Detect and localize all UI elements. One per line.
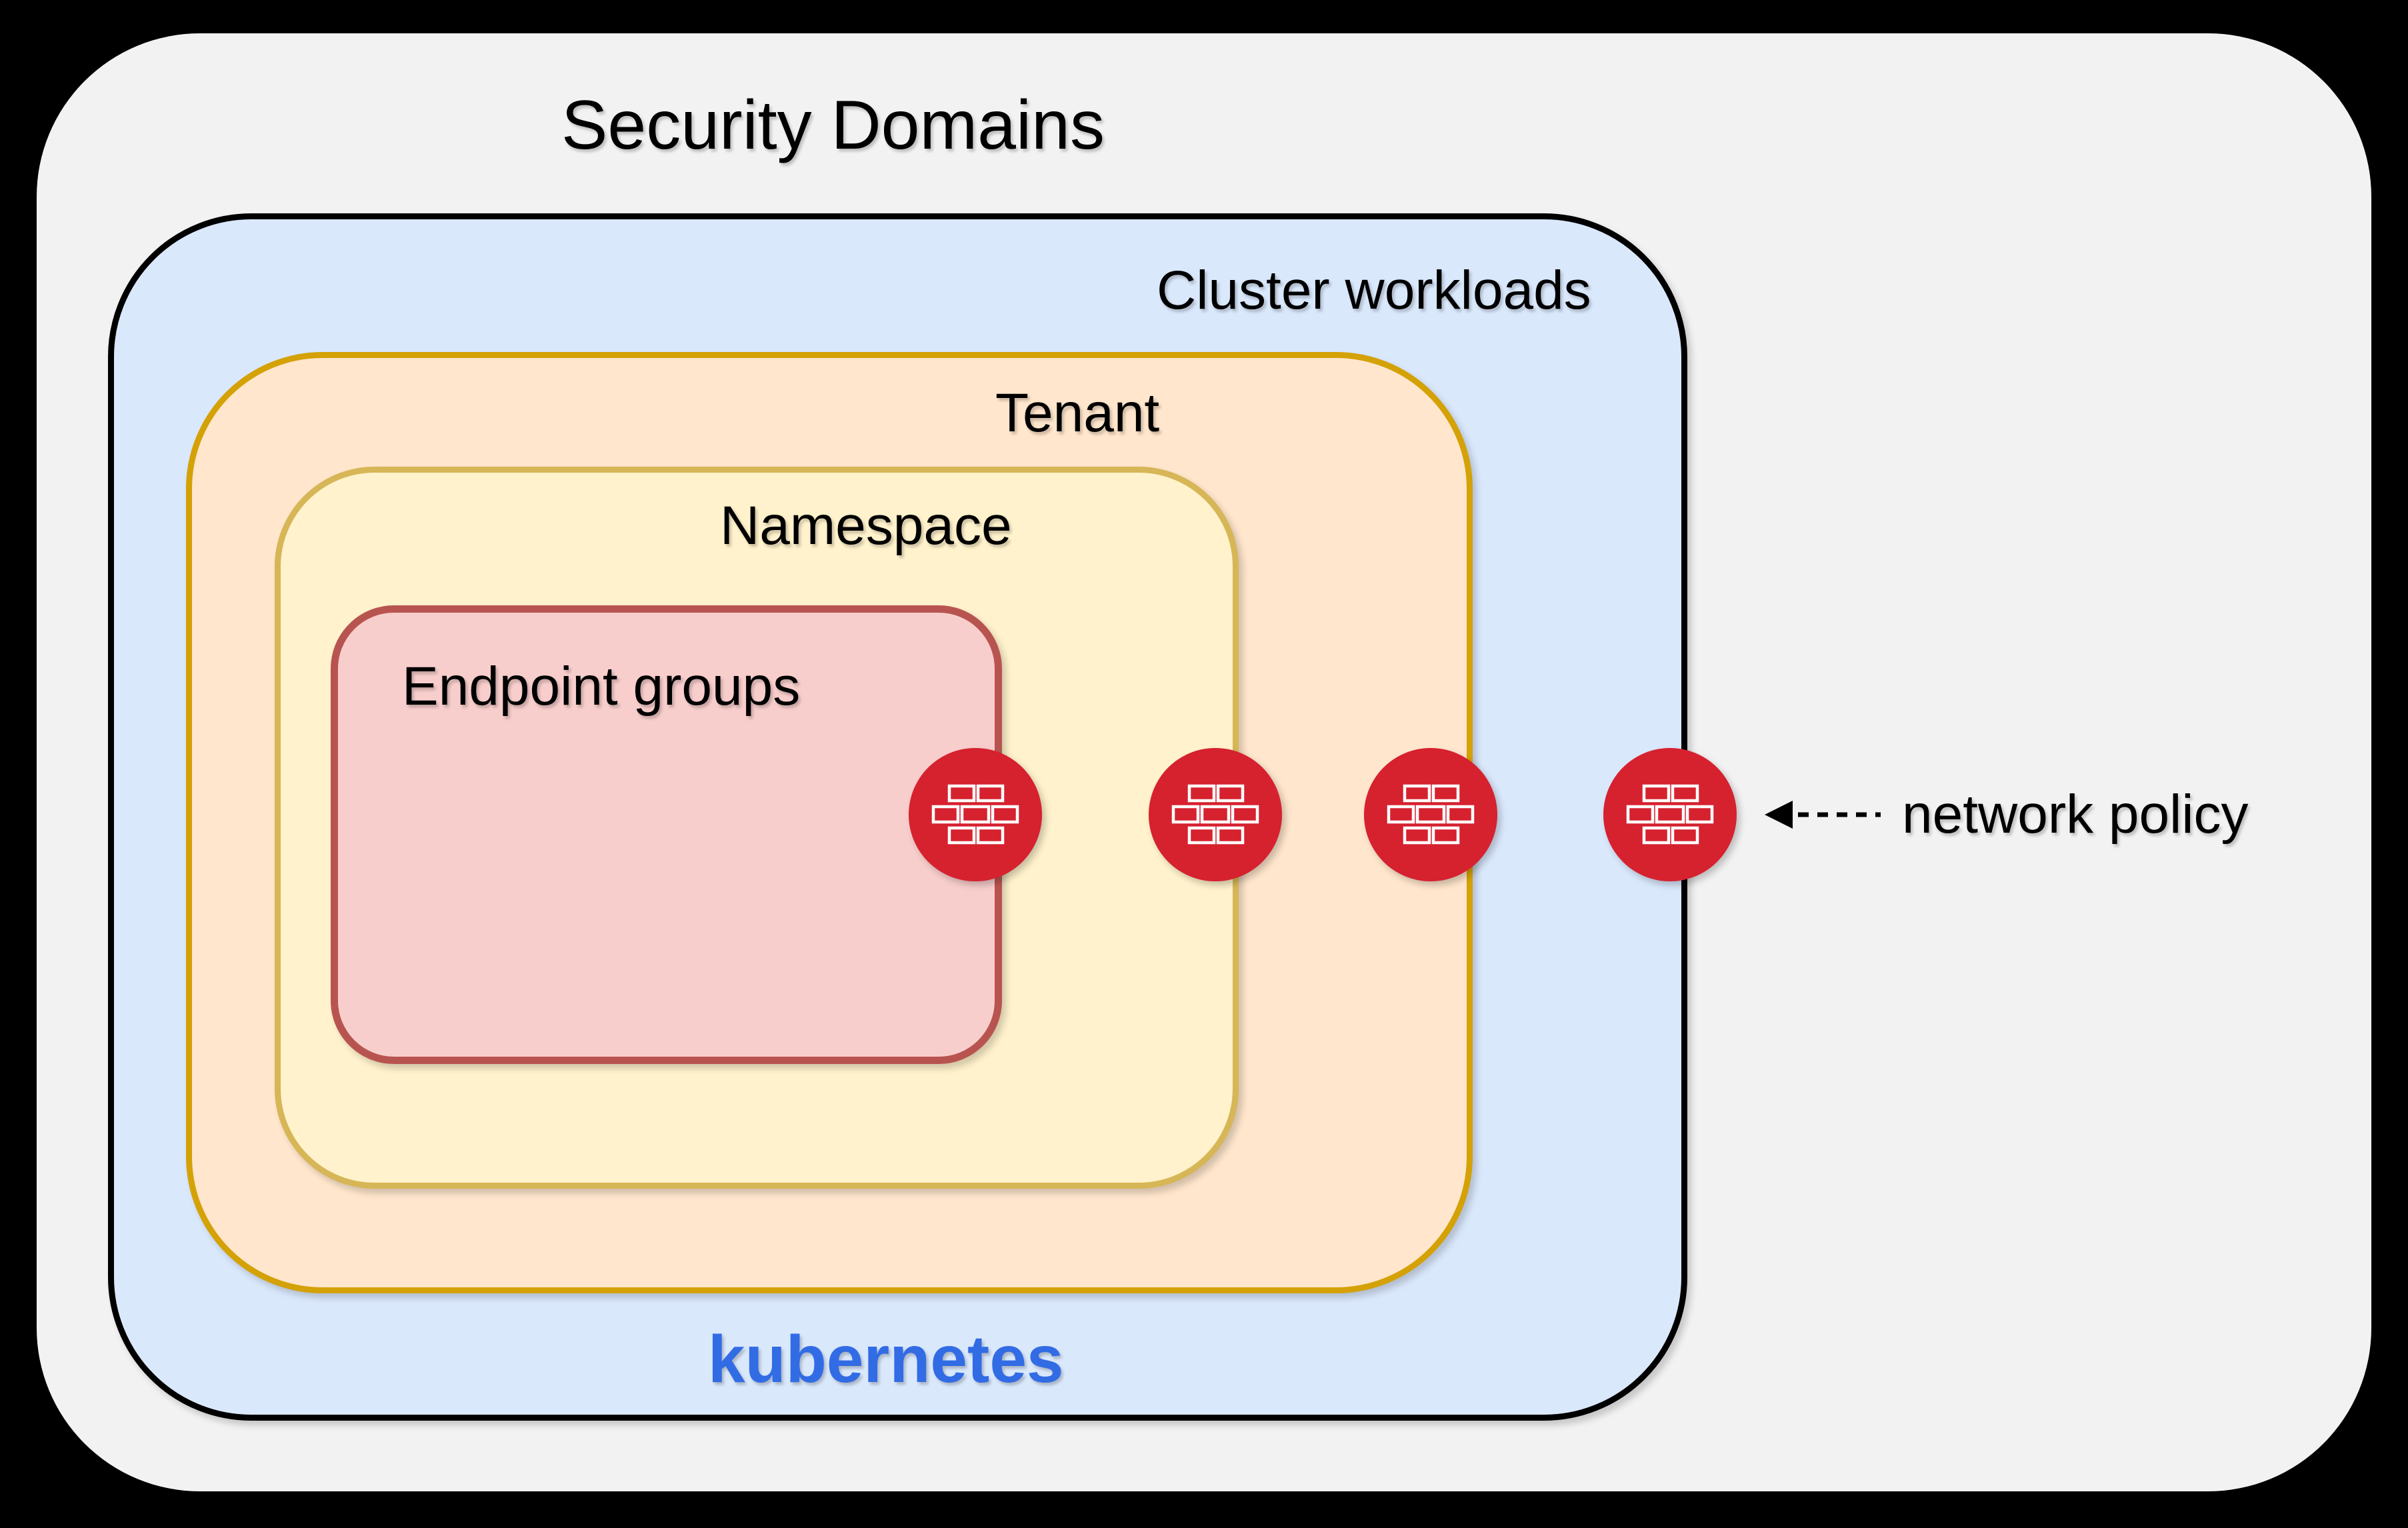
firewall-icon — [1603, 748, 1737, 881]
domain-namespace: Namespace Endpoint groups — [275, 467, 1239, 1189]
brick-wall-icon — [1171, 784, 1259, 845]
page-title: Security Domains — [561, 87, 1105, 164]
firewall-icon — [1364, 748, 1497, 881]
namespace-label: Namespace — [720, 495, 1012, 556]
endpoint-groups-label: Endpoint groups — [402, 656, 801, 717]
domain-endpoint-groups: Endpoint groups — [331, 605, 1002, 1064]
firewall-icon — [1149, 748, 1282, 881]
firewall-icon — [909, 748, 1042, 881]
dashed-arrow-left-icon — [1765, 801, 1881, 829]
brick-wall-icon — [1626, 784, 1714, 845]
cluster-workloads-label: Cluster workloads — [1157, 260, 1591, 321]
brick-wall-icon — [931, 784, 1019, 845]
network-policy-label: network policy — [1902, 784, 2249, 845]
domain-tenant: Tenant Namespace Endpoint groups — [186, 352, 1473, 1293]
tenant-label: Tenant — [995, 383, 1160, 443]
kubernetes-brand-label: kubernetes — [708, 1322, 1064, 1397]
brick-wall-icon — [1387, 784, 1475, 845]
